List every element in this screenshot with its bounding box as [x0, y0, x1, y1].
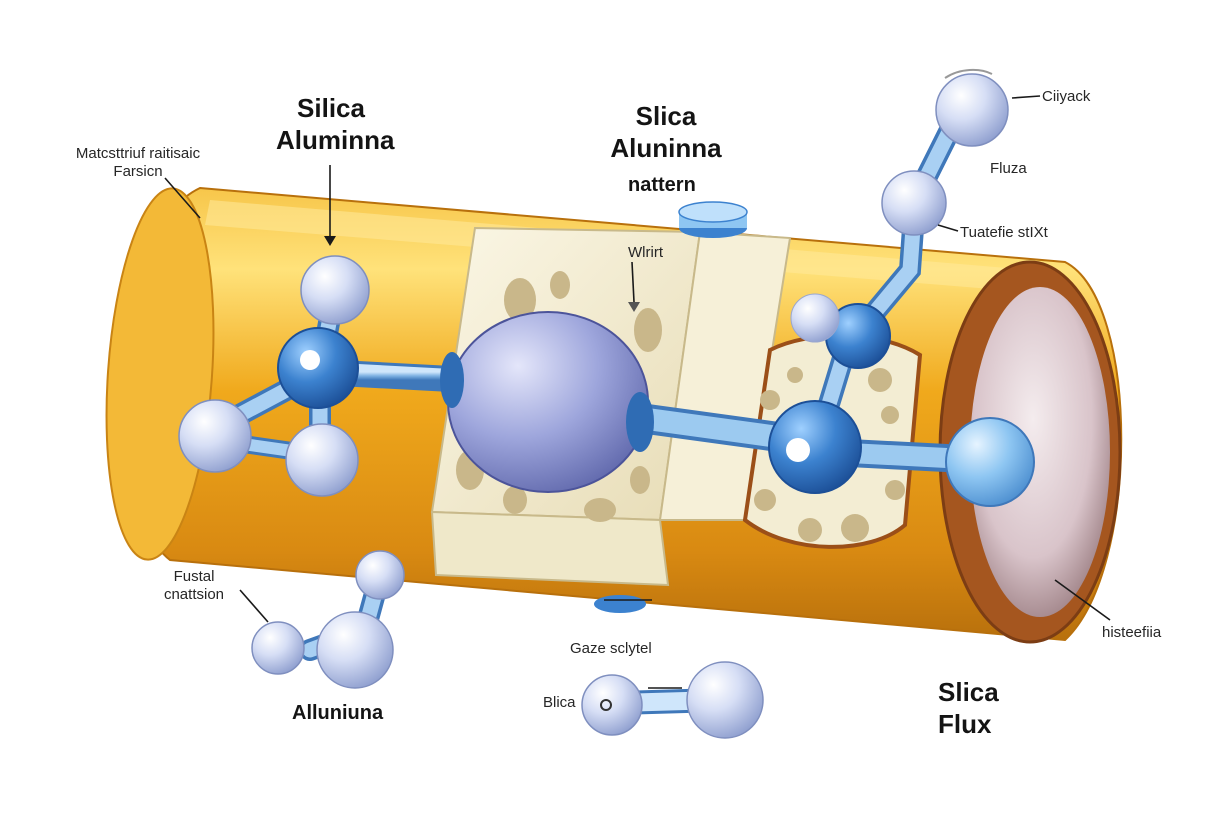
leader-lines — [164, 95, 1111, 689]
label-ciyack: Ciiyack — [1042, 88, 1091, 105]
label-matcstriuf: Matcsttriuf raitisaic Farsicn — [48, 145, 228, 181]
label-line: Matcsttriuf raitisaic — [75, 145, 201, 162]
atoms — [178, 68, 1035, 739]
bottom-disc-marker — [594, 595, 646, 613]
top-disc-marker — [678, 201, 748, 238]
central-ellipsoid — [440, 311, 654, 493]
label-line: cnattsion — [163, 586, 225, 603]
label-line: Aluninna — [610, 133, 722, 163]
label-line: Silica — [297, 93, 365, 123]
label-line: Flux — [938, 709, 992, 739]
label-slica-flux: Slica Flux — [938, 676, 999, 740]
arrow-head-left — [324, 236, 336, 246]
label-fustal: Fustal cnattsion — [148, 568, 240, 604]
label-histeefiia: histeefiia — [1102, 624, 1162, 641]
label-wlrirt: Wlrirt — [628, 244, 663, 261]
label-silica-alumina-left: Silica Aluminna — [276, 92, 395, 156]
label-line: Slica — [938, 677, 999, 707]
label-line: Aluminna — [276, 125, 395, 155]
label-gaze: Gaze sclytel — [570, 640, 652, 657]
label-tuatefie: Tuatefie stIXt — [960, 224, 1048, 241]
label-blica: Blica — [543, 694, 576, 711]
label-line: Slica — [635, 101, 697, 131]
label-silica-alumina-center: Slica Aluninna — [600, 100, 732, 164]
label-nattern: nattern — [628, 174, 696, 196]
label-alluniuna: Alluniuna — [292, 702, 384, 724]
label-line: Farsicn — [113, 163, 163, 180]
arrow-head-center — [628, 302, 640, 312]
label-fluza: Fluza — [990, 160, 1027, 177]
label-line: Fustal — [173, 568, 215, 585]
